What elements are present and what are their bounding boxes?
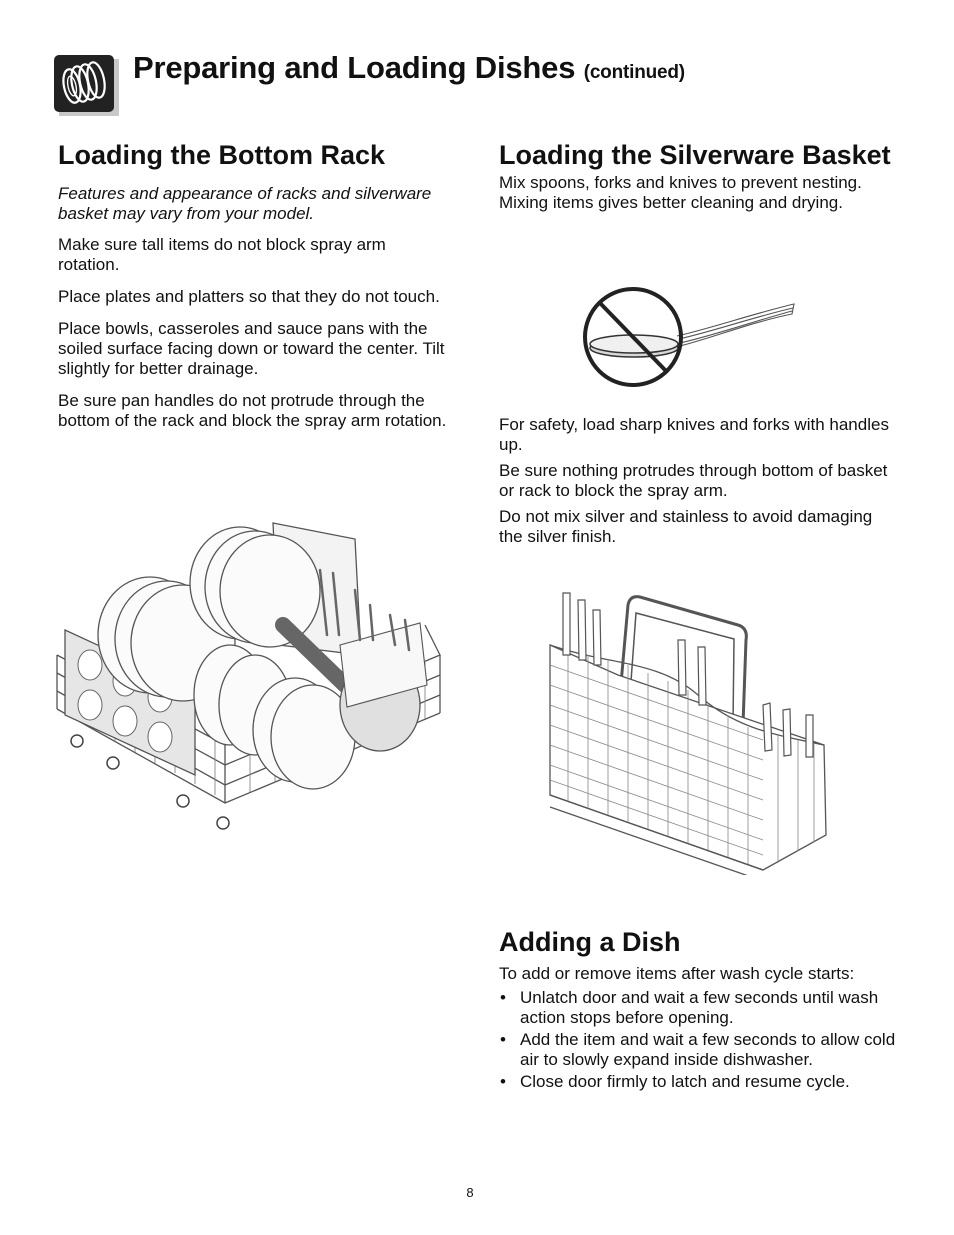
- bottom-rack-section: Loading the Bottom Rack Features and app…: [58, 139, 450, 443]
- page-number: 8: [466, 1185, 474, 1200]
- silverware-tips: For safety, load sharp knives and forks …: [499, 415, 899, 553]
- no-nesting-spoons-illustration: [583, 287, 795, 387]
- list-item: Unlatch door and wait a few seconds unti…: [499, 988, 899, 1028]
- adding-dish-intro: To add or remove items after wash cycle …: [499, 964, 855, 983]
- bottom-rack-illustration: [56, 522, 441, 830]
- continued-label: (continued): [583, 62, 685, 83]
- silverware-paragraph: Be sure nothing protrudes through bottom…: [499, 461, 888, 500]
- stacked-plates-icon: [54, 55, 119, 116]
- bottom-rack-paragraph: Make sure tall items do not block spray …: [58, 235, 386, 274]
- bottom-rack-heading: Loading the Bottom Rack: [58, 140, 386, 170]
- silverware-basket-illustration: [549, 592, 827, 875]
- bottom-rack-paragraph: Place plates and platters so that they d…: [58, 287, 440, 306]
- bottom-rack-paragraph: Place bowls, casseroles and sauce pans w…: [58, 319, 445, 378]
- silverware-section: Loading the Silverware Basket Mix spoons…: [499, 139, 899, 213]
- page-title: Preparing and Loading Dishes (continued): [133, 50, 685, 85]
- silverware-intro: Mix spoons, forks and knives to prevent …: [499, 173, 862, 212]
- adding-dish-steps: Unlatch door and wait a few seconds unti…: [499, 988, 899, 1092]
- bottom-rack-paragraph: Be sure pan handles do not protrude thro…: [58, 391, 447, 430]
- adding-dish-section: Adding a Dish To add or remove items aft…: [499, 926, 899, 1094]
- silverware-paragraph: Do not mix silver and stainless to avoid…: [499, 507, 873, 546]
- silverware-paragraph: For safety, load sharp knives and forks …: [499, 415, 889, 454]
- bottom-rack-note: Features and appearance of racks and sil…: [58, 184, 432, 223]
- list-item: Add the item and wait a few seconds to a…: [499, 1030, 899, 1070]
- adding-dish-heading: Adding a Dish: [499, 927, 681, 957]
- silverware-heading: Loading the Silverware Basket: [499, 140, 891, 170]
- list-item: Close door firmly to latch and resume cy…: [499, 1072, 899, 1092]
